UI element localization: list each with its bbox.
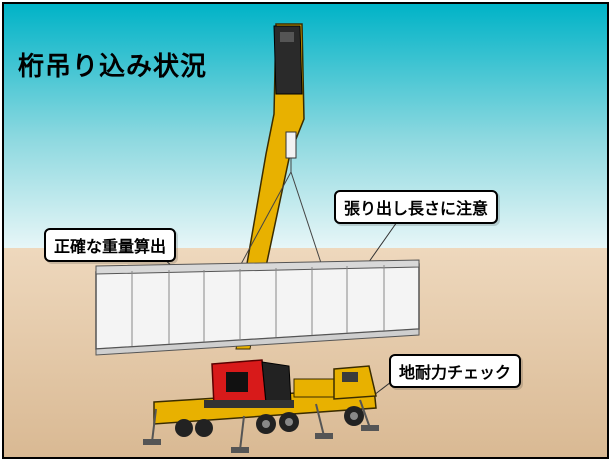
- mobile-crane-truck-icon: [153, 359, 377, 437]
- sky: [4, 4, 607, 252]
- steel-girder-icon: [95, 259, 420, 356]
- callout-weight-calculation: 正確な重量算出: [44, 228, 177, 262]
- outrigger-icon: [143, 399, 379, 453]
- sling-ropes: [239, 158, 323, 267]
- scene-illustration: [4, 4, 607, 457]
- page-title: 桁吊り込み状況: [18, 52, 208, 82]
- callout-ground-bearing: 地耐力チェック: [389, 354, 522, 388]
- callout-overhang-length: 張り出し長さに注意: [334, 190, 499, 224]
